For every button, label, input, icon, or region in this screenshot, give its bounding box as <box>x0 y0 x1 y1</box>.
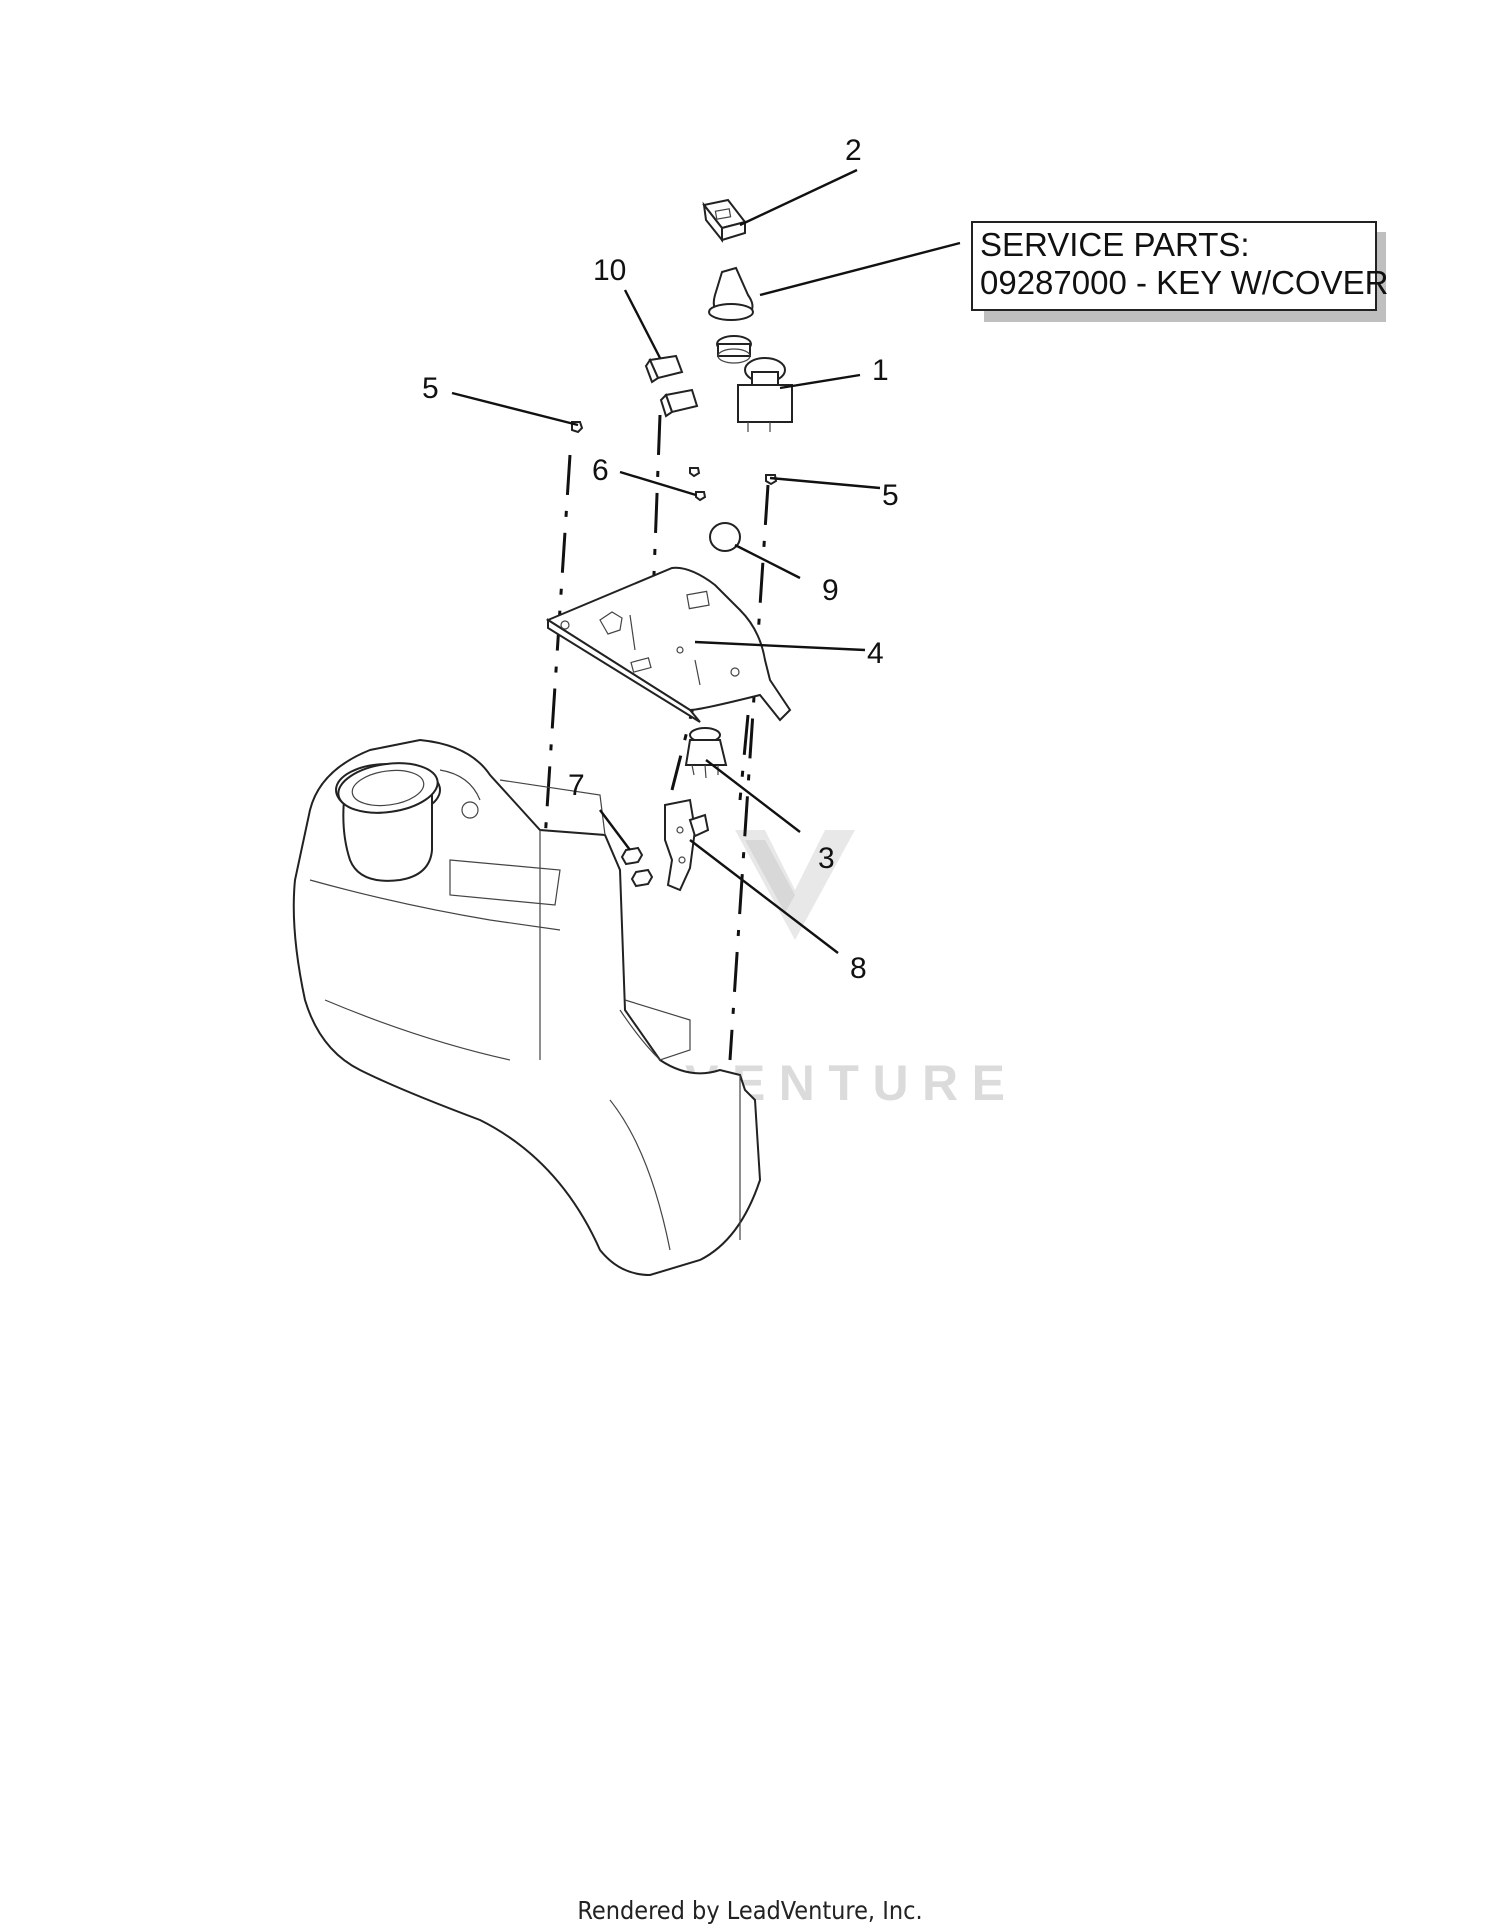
fuel-tank <box>292 738 762 1277</box>
callout-10: 10 <box>593 254 626 287</box>
callout-2: 2 <box>845 134 862 167</box>
part-8-bracket <box>664 798 710 892</box>
callout-6: 6 <box>592 454 609 487</box>
footer-credit: Rendered by LeadVenture, Inc. <box>577 1896 923 1925</box>
leader-lines <box>451 168 961 954</box>
service-parts-number: 09287000 - KEY W/COVER <box>980 264 1388 301</box>
part-10-switches <box>644 354 699 418</box>
part-3-ignition-switch <box>684 727 728 779</box>
part-9-plug <box>709 522 741 552</box>
callout-5-right: 5 <box>882 479 899 512</box>
part-1-pto-switch <box>737 357 793 432</box>
callout-labels: 2 10 1 5 6 5 9 4 7 3 8 <box>422 134 899 985</box>
callout-1: 1 <box>872 354 889 387</box>
part-2-switch <box>702 198 747 243</box>
part-4-mounting-plate <box>545 566 792 723</box>
key-cover <box>708 266 754 321</box>
callout-4: 4 <box>867 637 884 670</box>
service-parts-title: SERVICE PARTS: <box>980 226 1250 263</box>
callout-5-left: 5 <box>422 372 439 405</box>
callout-3: 3 <box>818 842 835 875</box>
callout-7: 7 <box>568 769 585 802</box>
service-parts-box: SERVICE PARTS: 09287000 - KEY W/COVER <box>971 221 1388 322</box>
part-7-nuts <box>620 846 654 888</box>
callout-9: 9 <box>822 574 839 607</box>
ignition-nut <box>716 335 752 364</box>
callout-8: 8 <box>850 952 867 985</box>
